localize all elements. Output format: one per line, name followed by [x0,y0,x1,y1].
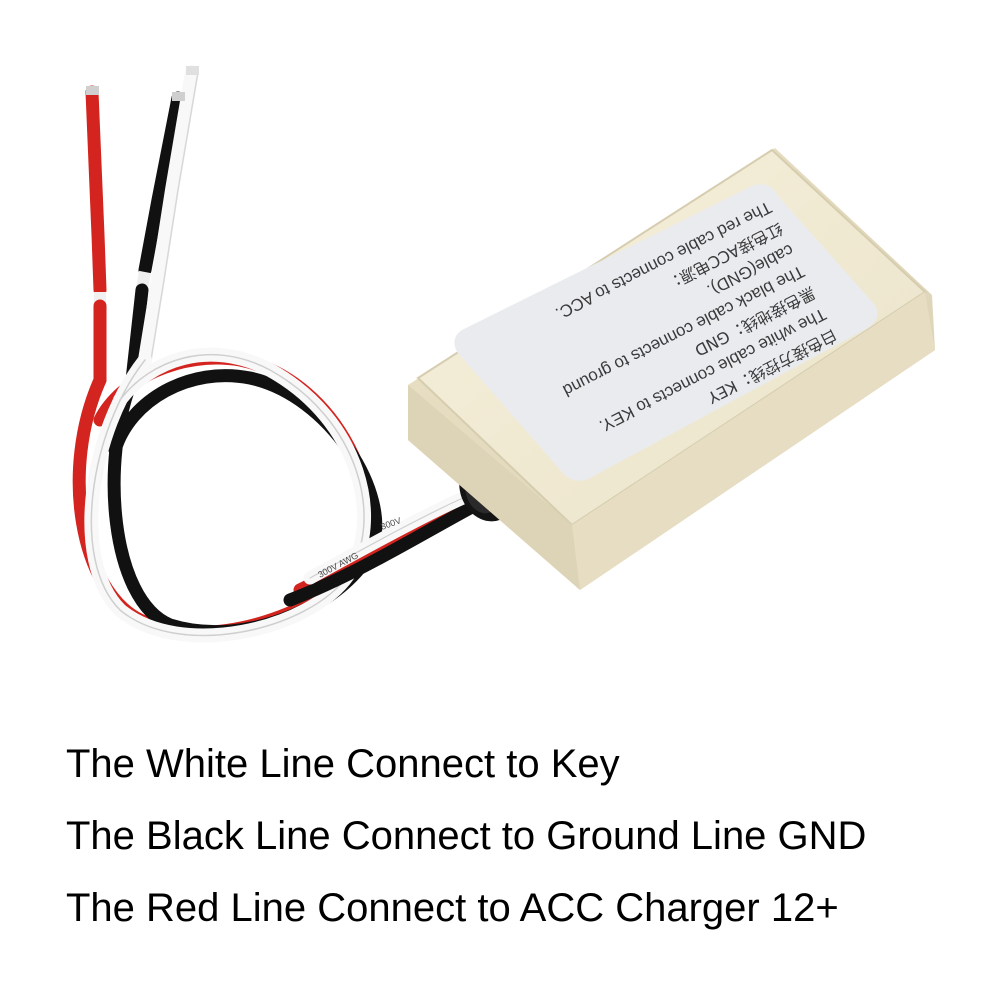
caption-line-black: The Black Line Connect to Ground Line GN… [66,814,867,858]
junction-box: 白色接方控线：KEY The white cable connects to K… [408,148,935,590]
product-photo: 300V 300V AWG 白色接方控线：KEY The white cable… [72,65,935,643]
caption-line-white: The White Line Connect to Key [66,742,620,786]
caption-line-red: The Red Line Connect to ACC Charger 12+ [66,886,839,930]
device-label-sticker [454,184,878,481]
wire-loop [72,347,479,643]
caption-block: The White Line Connect to Key The Black … [0,728,1000,944]
wire-ends [85,65,199,387]
